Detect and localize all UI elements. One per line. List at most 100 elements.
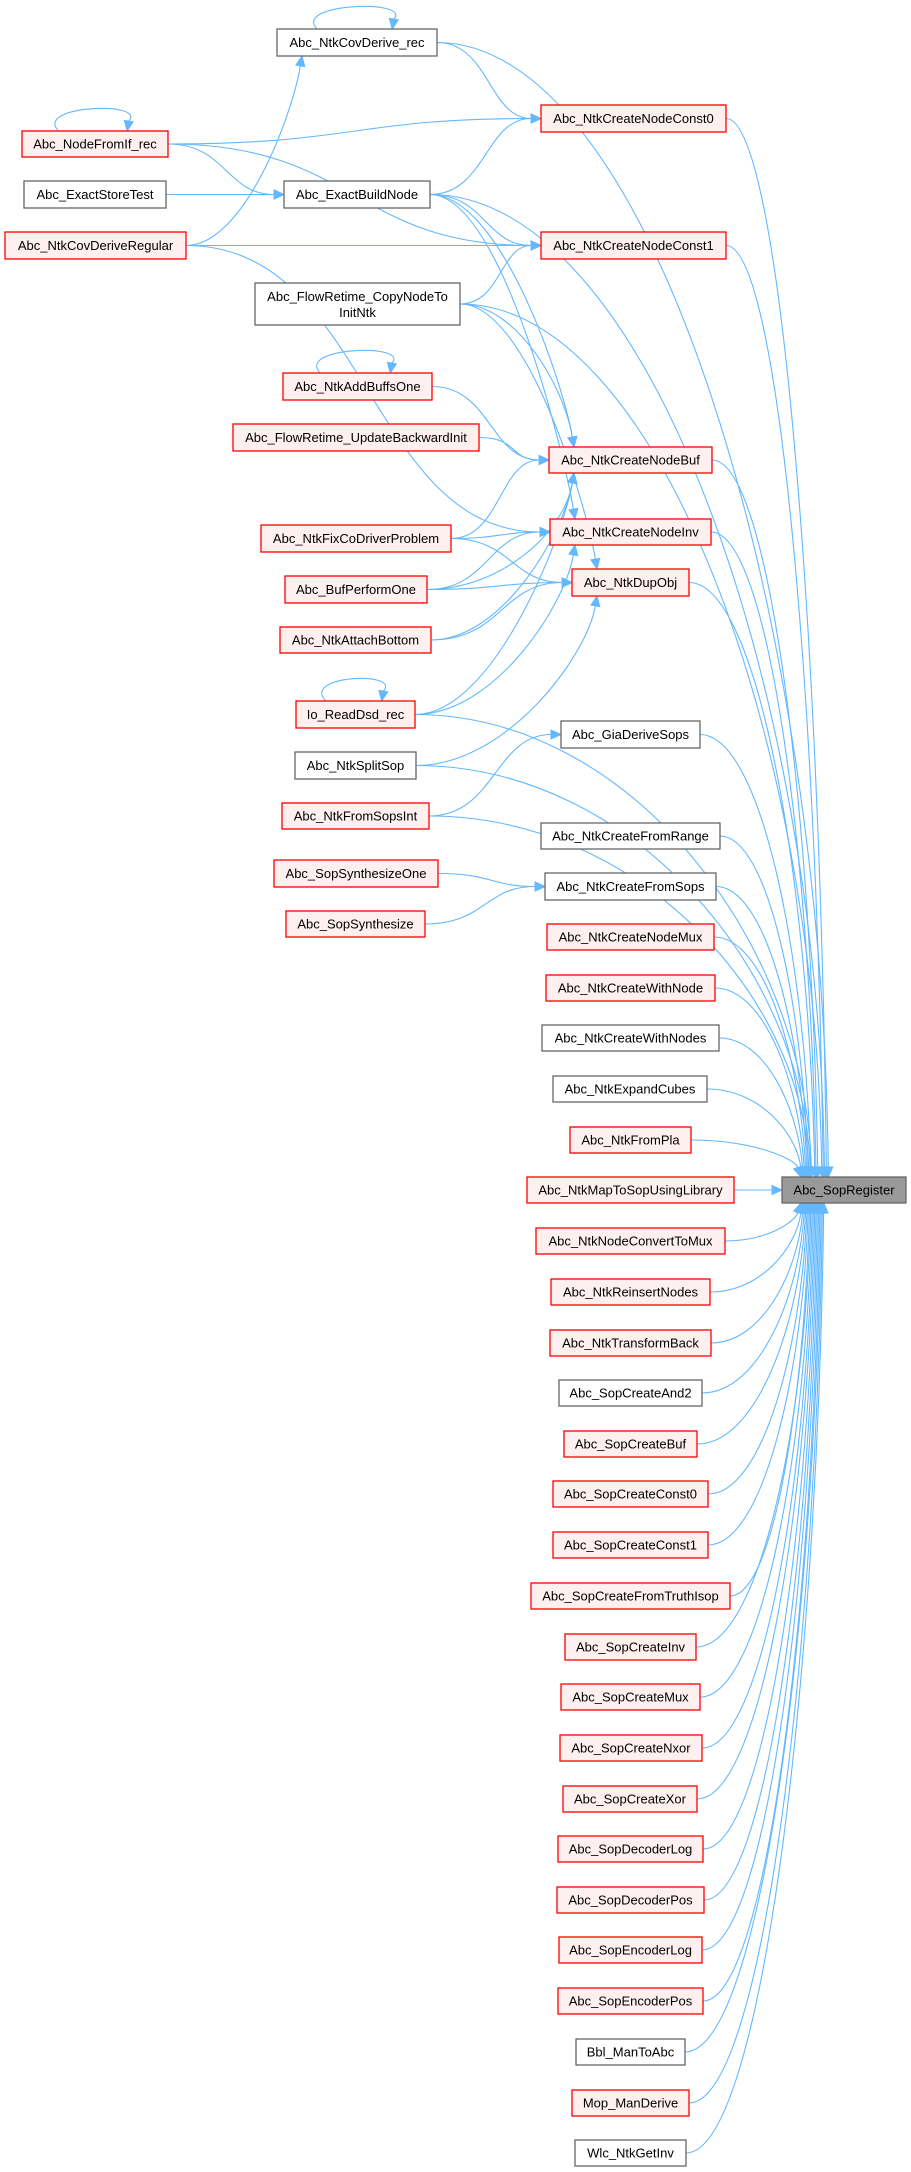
node-giaderive[interactable]: Abc_GiaDeriveSops: [560, 720, 701, 749]
edge-enclog-to-sop: [701, 1212, 820, 1951]
node-withnodes[interactable]: Abc_NtkCreateWithNodes: [541, 1024, 720, 1052]
node-xor[interactable]: Abc_SopCreateXor: [562, 1785, 698, 1813]
node-addbuffs[interactable]: Abc_NtkAddBuffsOne: [282, 372, 433, 401]
node-covrec[interactable]: Abc_NtkCovDerive_rec: [276, 28, 438, 57]
node-synth[interactable]: Abc_SopSynthesize: [285, 910, 426, 938]
node-box: [569, 1126, 692, 1154]
node-box: [549, 1329, 712, 1357]
edge-inv-to-sop: [695, 1212, 812, 1648]
node-label: Abc_NtkNodeConvertToMux: [548, 1234, 713, 1249]
node-bbl[interactable]: Bbl_ManToAbc: [575, 2038, 686, 2066]
node-storetest[interactable]: Abc_ExactStoreTest: [23, 180, 167, 209]
node-box: [556, 1886, 705, 1914]
edge-copynode-to-dupobj-arrowhead: [590, 557, 601, 571]
node-transform[interactable]: Abc_NtkTransformBack: [549, 1329, 712, 1357]
node-convmux[interactable]: Abc_NtkNodeConvertToMux: [535, 1227, 726, 1255]
node-dupobj[interactable]: Abc_NtkDupObj: [571, 568, 690, 597]
node-label: Abc_NtkCreateNodeConst1: [553, 238, 713, 253]
edge-sconst1-to-sop: [707, 1212, 809, 1546]
node-label: Abc_SopCreateFromTruthIsop: [542, 1589, 719, 1604]
edge-fromif-to-exactbuild: [167, 143, 275, 196]
edge-nodeinv-to-sop: [710, 531, 817, 1168]
node-fromsopsint[interactable]: Abc_NtkFromSopsInt: [281, 802, 430, 830]
node-mop[interactable]: Mop_ManDerive: [571, 2089, 690, 2117]
node-fixco[interactable]: Abc_NtkFixCoDriverProblem: [260, 524, 452, 553]
node-sconst1[interactable]: Abc_SopCreateConst1: [552, 1531, 709, 1559]
node-covreg[interactable]: Abc_NtkCovDeriveRegular: [4, 231, 187, 260]
node-box: [281, 802, 430, 830]
node-and2[interactable]: Abc_SopCreateAnd2: [558, 1379, 703, 1407]
node-exactbuild[interactable]: Abc_ExactBuildNode: [283, 180, 431, 209]
node-label: Wlc_NtkGetInv: [587, 2146, 674, 2161]
node-box: [544, 872, 717, 901]
edge-nodebuf-to-sop: [711, 459, 819, 1168]
node-truth[interactable]: Abc_SopCreateFromTruthIsop: [530, 1582, 731, 1610]
node-sop[interactable]: Abc_SopRegister: [781, 1176, 907, 1204]
node-label: Abc_SopCreateBuf: [575, 1437, 687, 1452]
edge-copynode-to-nodebuf: [459, 303, 573, 438]
node-expand[interactable]: Abc_NtkExpandCubes: [552, 1075, 708, 1103]
node-label: Abc_SopCreateInv: [576, 1640, 686, 1655]
edge-bbl-to-sop: [684, 1212, 822, 2053]
node-fromsops[interactable]: Abc_NtkCreateFromSops: [544, 872, 717, 901]
node-label: Abc_NtkCreateNodeMux: [559, 930, 703, 945]
node-const1[interactable]: Abc_NtkCreateNodeConst1: [540, 231, 727, 260]
node-nodeinv[interactable]: Abc_NtkCreateNodeInv: [549, 518, 712, 546]
node-splitsop[interactable]: Abc_NtkSplitSop: [294, 751, 417, 780]
edge-maptosop-to-sop-arrowhead: [771, 1184, 784, 1196]
node-decpos[interactable]: Abc_SopDecoderPos: [556, 1886, 705, 1914]
node-box: [574, 2139, 687, 2167]
node-fromrange[interactable]: Abc_NtkCreateFromRange: [540, 822, 721, 850]
node-buf[interactable]: Abc_SopCreateBuf: [563, 1430, 698, 1458]
node-label: Abc_SopCreateXor: [574, 1792, 687, 1807]
node-declog[interactable]: Abc_SopDecoderLog: [557, 1835, 704, 1863]
edge-expand-to-sop: [706, 1088, 802, 1168]
edge-copynode-to-sop: [459, 303, 823, 1168]
edge-wlc-to-sop: [685, 1212, 825, 2154]
node-box: [546, 923, 715, 951]
edge-transform-to-sop: [710, 1212, 804, 1344]
node-box: [549, 518, 712, 546]
node-bufperf[interactable]: Abc_BufPerformOne: [284, 575, 428, 604]
node-reinsert[interactable]: Abc_NtkReinsertNodes: [550, 1278, 711, 1306]
node-withnode[interactable]: Abc_NtkCreateWithNode: [545, 974, 716, 1002]
node-label: Abc_NtkCreateNodeBuf: [561, 453, 700, 468]
node-frompla[interactable]: Abc_NtkFromPla: [569, 1126, 692, 1154]
edge-reinsert-to-sop: [709, 1212, 802, 1293]
edge-exactbuild-to-nodeinv-arrowhead: [568, 507, 579, 521]
node-label: Mop_ManDerive: [583, 2096, 678, 2111]
edge-addbuffs-to-addbuffs: [316, 349, 395, 374]
node-inv[interactable]: Abc_SopCreateInv: [564, 1633, 697, 1661]
node-nxor[interactable]: Abc_SopCreateNxor: [559, 1734, 703, 1762]
edge-splitsop-to-dupobj-arrowhead: [590, 594, 601, 608]
node-box: [23, 180, 167, 209]
node-maptosop[interactable]: Abc_NtkMapToSopUsingLibrary: [526, 1176, 735, 1204]
node-synthone[interactable]: Abc_SopSynthesizeOne: [273, 859, 439, 888]
node-box: [254, 282, 461, 326]
node-box: [571, 568, 690, 597]
node-box: [564, 1633, 697, 1661]
node-wlc[interactable]: Wlc_NtkGetInv: [574, 2139, 687, 2167]
node-mux[interactable]: Abc_SopCreateMux: [560, 1683, 701, 1711]
node-fromif[interactable]: Abc_NodeFromIf_rec: [21, 130, 169, 158]
node-readdsd[interactable]: Io_ReadDsd_rec: [295, 700, 416, 729]
edge-attach-to-dupobj: [430, 581, 563, 641]
node-enclog[interactable]: Abc_SopEncoderLog: [558, 1936, 703, 1964]
node-sconst0[interactable]: Abc_SopCreateConst0: [552, 1480, 709, 1508]
node-nodebuf[interactable]: Abc_NtkCreateNodeBuf: [548, 446, 713, 474]
node-attach[interactable]: Abc_NtkAttachBottom: [279, 626, 432, 654]
edge-encpos-to-sop: [702, 1212, 821, 2002]
edge-nxor-to-sop: [701, 1212, 814, 1749]
node-nodemux[interactable]: Abc_NtkCreateNodeMux: [546, 923, 715, 951]
edge-covreg-to-covrec: [185, 65, 301, 247]
node-box: [276, 28, 438, 57]
node-updback[interactable]: Abc_FlowRetime_UpdateBackwardInit: [232, 423, 480, 452]
node-const0[interactable]: Abc_NtkCreateNodeConst0: [540, 104, 727, 133]
edge-exactbuild-to-const0-arrowhead: [530, 113, 543, 124]
edge-copynode-to-nodebuf-arrowhead: [567, 435, 578, 449]
node-label: Abc_SopSynthesizeOne: [286, 866, 427, 881]
node-label: Abc_NtkDupObj: [584, 575, 677, 590]
node-encpos[interactable]: Abc_SopEncoderPos: [557, 1987, 704, 2015]
node-label: Abc_NtkMapToSopUsingLibrary: [538, 1183, 723, 1198]
